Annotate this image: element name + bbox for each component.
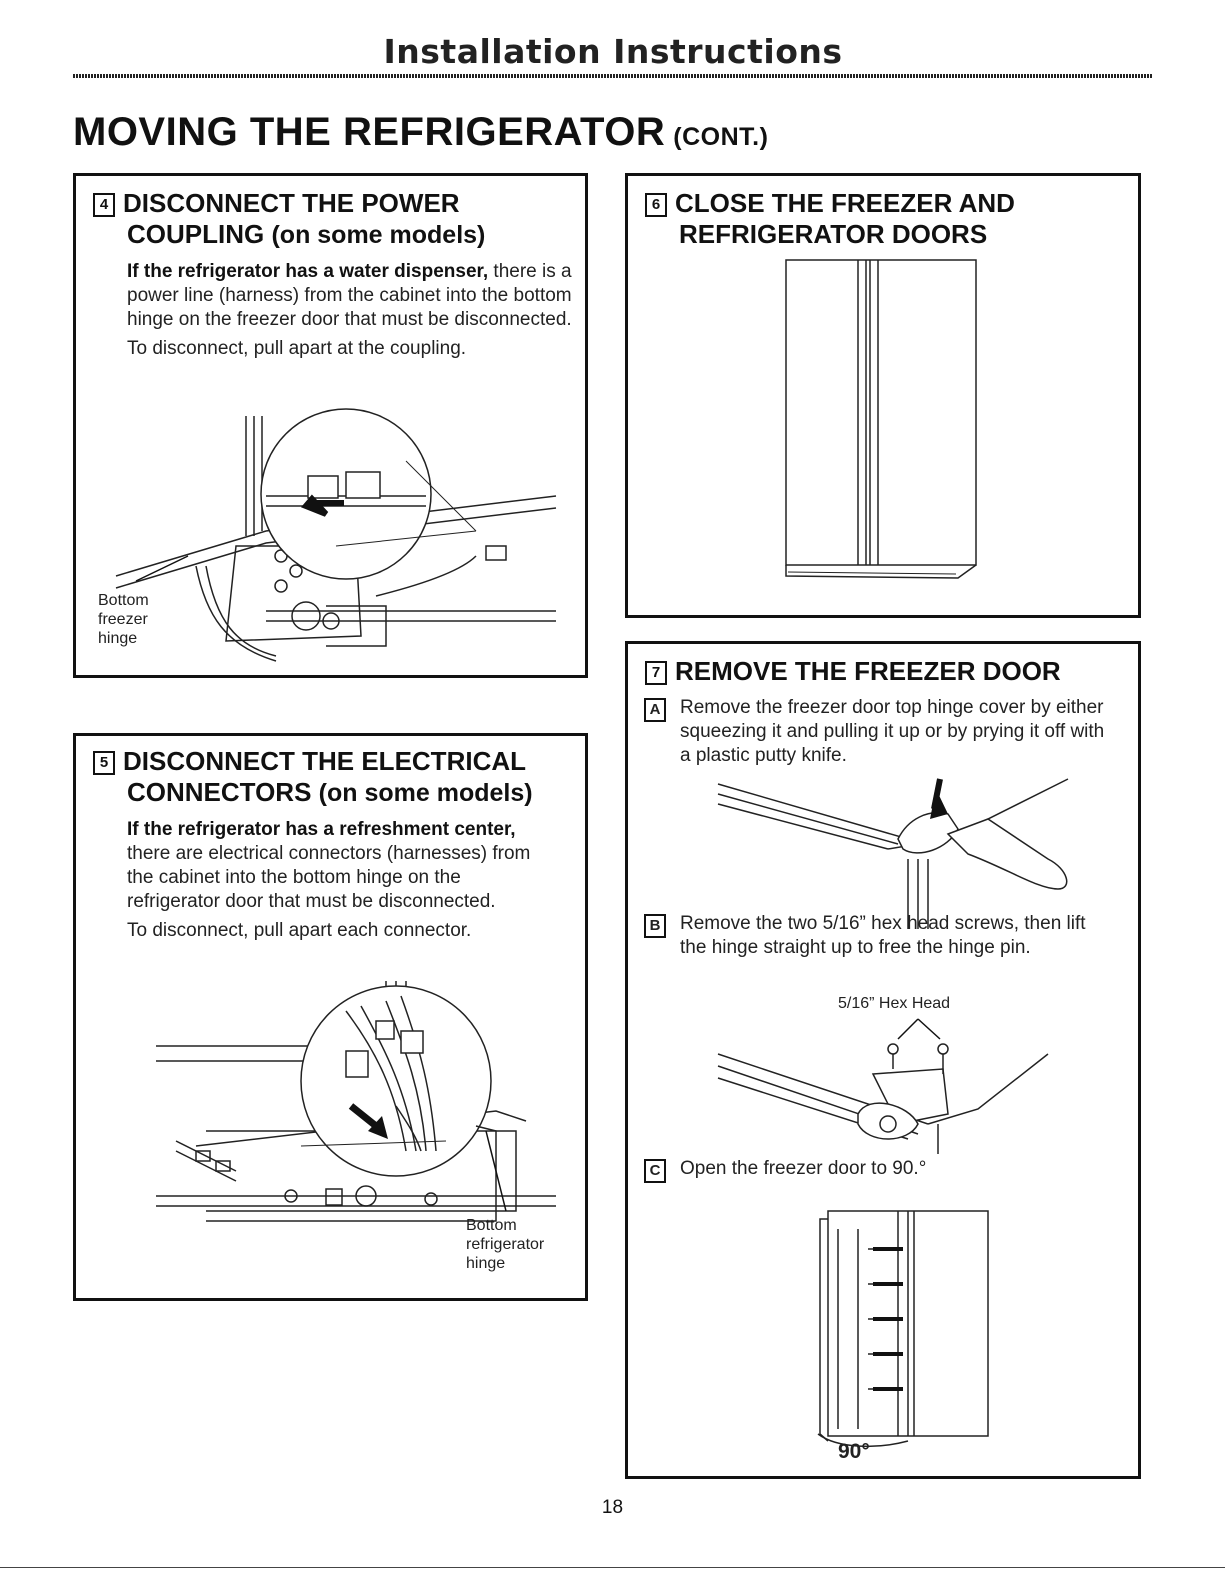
header-rule <box>73 74 1153 78</box>
step4-title-line1: DISCONNECT THE POWER <box>123 188 460 218</box>
substep-a-text: Remove the freezer door top hinge cover … <box>680 697 1105 766</box>
step5-text: there are electrical connectors (harness… <box>127 843 531 912</box>
step4-hinge-label: Bottom freezer hinge <box>98 592 149 647</box>
step7-number: 7 <box>645 661 667 685</box>
substep-c-marker: C <box>644 1159 666 1183</box>
open-freezer-illustration <box>817 1210 989 1448</box>
hinge-cover-illustration <box>717 778 1069 929</box>
bottom-rule <box>0 1567 1225 1568</box>
substep-b-text: Remove the two 5/16” hex head screws, th… <box>680 913 1086 958</box>
step5-title-sub: (on some models) <box>318 779 533 807</box>
step7-substep-b: B Remove the two 5/16” hex head screws, … <box>644 912 1114 960</box>
step4-body: If the refrigerator has a water dispense… <box>127 260 577 366</box>
step4-lead: If the refrigerator has a water dispense… <box>127 261 489 282</box>
step4-text: there is a power line (harness) from the… <box>127 261 572 330</box>
step4-number: 4 <box>93 193 115 217</box>
step5-body: If the refrigerator has a refreshment ce… <box>127 818 557 948</box>
step7-title: 7 REMOVE THE FREEZER DOOR <box>645 656 1061 687</box>
step5-number: 5 <box>93 751 115 775</box>
step5-text2: To disconnect, pull apart each connector… <box>127 920 472 941</box>
hinge-screws-illustration <box>717 1018 1049 1154</box>
page-title-suffix: (CONT.) <box>673 123 769 151</box>
step5-title-line2: CONNECTORS <box>127 777 312 807</box>
step5-lead: If the refrigerator has a refreshment ce… <box>127 819 516 840</box>
page-title: MOVING THE REFRIGERATOR(CONT.) <box>73 110 768 155</box>
closed-refrigerator-illustration <box>785 259 977 579</box>
step7-title-text: REMOVE THE FREEZER DOOR <box>675 656 1061 686</box>
step6-title-line1: CLOSE THE FREEZER AND <box>675 188 1015 218</box>
substep-c-text: Open the freezer door to 90.° <box>680 1158 927 1179</box>
step4-illustration <box>115 408 557 662</box>
substep-b-marker: B <box>644 914 666 938</box>
page-header: Installation Instructions <box>383 32 843 71</box>
step5-title: 5 DISCONNECT THE ELECTRICAL CONNECTORS (o… <box>93 746 533 809</box>
step6-number: 6 <box>645 193 667 217</box>
step4-title-line2: COUPLING <box>127 219 265 249</box>
step4-panel: 4 DISCONNECT THE POWER COUPLING (on some … <box>73 173 588 678</box>
step4-text2: To disconnect, pull apart at the couplin… <box>127 338 467 359</box>
page-title-text: MOVING THE REFRIGERATOR <box>73 110 666 154</box>
step7-substep-a: A Remove the freezer door top hinge cove… <box>644 696 1114 768</box>
step5-panel: 5 DISCONNECT THE ELECTRICAL CONNECTORS (o… <box>73 733 588 1301</box>
step5-title-line1: DISCONNECT THE ELECTRICAL <box>123 746 526 776</box>
step6-title-line2: REFRIGERATOR DOORS <box>679 219 988 249</box>
hex-head-label: 5/16” Hex Head <box>838 995 951 1012</box>
step4-title-sub: (on some models) <box>271 221 486 249</box>
step4-title: 4 DISCONNECT THE POWER COUPLING (on some … <box>93 188 485 251</box>
step6-title: 6 CLOSE THE FREEZER AND REFRIGERATOR DOOR… <box>645 188 1015 250</box>
substep-a-marker: A <box>644 698 666 722</box>
step7-substep-c: C Open the freezer door to 90.° <box>644 1157 1114 1183</box>
step6-panel: 6 CLOSE THE FREEZER AND REFRIGERATOR DOOR… <box>625 173 1141 618</box>
step5-illustration <box>156 981 556 1222</box>
angle-label: 90° <box>838 1440 870 1463</box>
step5-hinge-label: Bottom refrigerator hinge <box>466 1217 545 1272</box>
page-number: 18 <box>601 1497 624 1518</box>
step7-panel: 7 REMOVE THE FREEZER DOOR A Remove the fr… <box>625 641 1141 1479</box>
